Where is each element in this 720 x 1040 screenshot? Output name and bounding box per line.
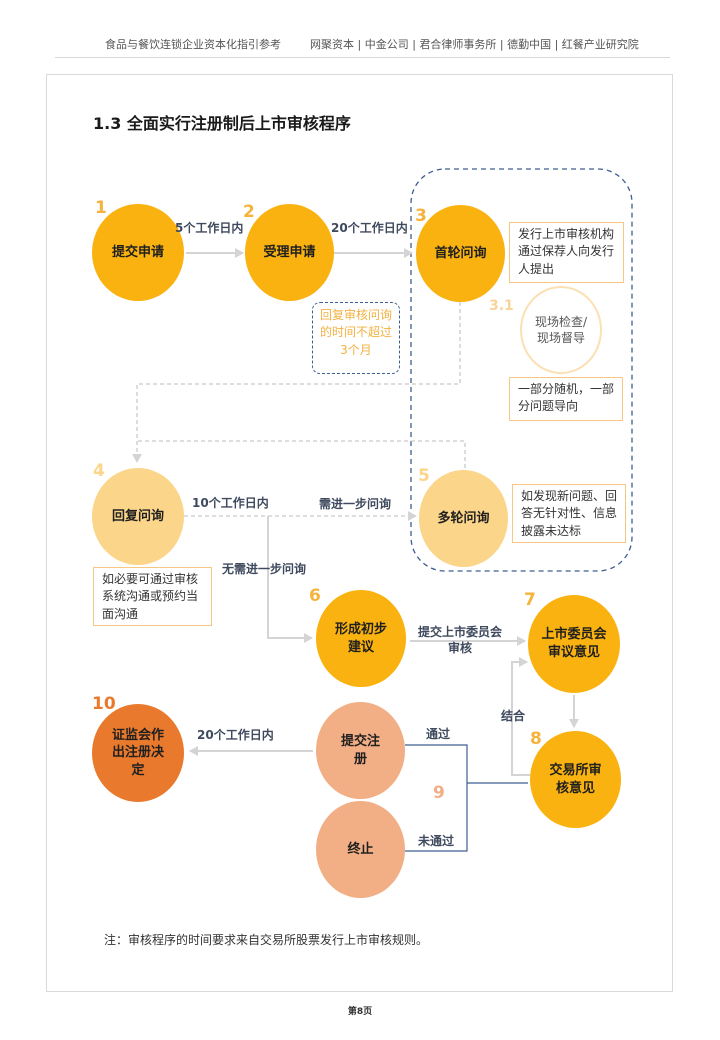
node-first-inquiry: 首轮问询 [416,205,505,302]
node-preliminary-opinion: 形成初步建议 [316,590,406,687]
node-terminate: 终止 [316,801,405,898]
node-exchange-review-opinion: 交易所审核意见 [530,731,621,828]
label-further-inquiry: 需进一步问询 [319,497,392,511]
step-number-9: 9 [433,783,445,803]
arrow-combine [511,657,530,776]
decision-bracket [405,744,468,852]
step-number-8: 8 [530,729,542,749]
note-random-problem: 一部分随机，一部分问题导向 [509,377,623,421]
label-10-working-days: 10个工作日内 [192,496,269,510]
page-number: 第8页 [347,1007,373,1017]
node-submit-application: 提交申请 [92,204,184,301]
header-divider [55,57,670,58]
step-number-4: 4 [93,461,105,481]
page-header: 食品与餐饮连锁企业资本化指引参考 网聚资本 | 中金公司 | 君合律师事务所 |… [0,0,720,58]
label-combine: 结合 [501,709,526,723]
footnote: 注：审核程序的时间要求来自交易所股票发行上市审核规则。 [104,933,429,947]
node-accept-application: 受理申请 [245,204,334,301]
label-20-working-days-registration: 20个工作日内 [197,728,274,742]
content-frame [46,74,673,992]
node-reply-inquiry: 回复问询 [92,468,184,565]
step-number-7: 7 [524,590,536,610]
arrow-4-to-6 [267,516,313,643]
label-fail: 未通过 [418,834,455,848]
step-number-1: 1 [95,198,107,218]
step-number-5: 5 [418,466,430,486]
arrow-5-to-4 [137,440,466,468]
label-pass: 通过 [426,727,451,741]
note-reply-method: 如必要可通过审核系统沟通或预约当面沟通 [93,567,212,626]
note-reply-time-limit: 回复审核问询的时间不超过3个月 [312,302,400,374]
arrow-3-to-4 [132,302,461,463]
label-5-working-days: 5个工作日内 [175,221,244,235]
step-number-6: 6 [309,586,321,606]
label-submit-listing-committee: 提交上市委员会审核 [418,625,503,656]
inquiry-group-box [410,168,633,572]
node-csrc-registration-decision: 证监会作出注册决定 [92,704,184,802]
note-multi-round-reasons: 如发现新问题、回答无针对性、信息披露未达标 [512,484,626,543]
step-number-3-1: 3.1 [489,298,514,314]
header-document-title: 食品与餐饮连锁企业资本化指引参考 [105,38,281,51]
step-number-3: 3 [415,206,427,226]
header-contributors: 网聚资本 | 中金公司 | 君合律师事务所 | 德勤中国 | 红餐产业研究院 [310,38,639,51]
label-no-further-inquiry: 无需进一步问询 [222,562,307,576]
node-onsite-inspection: 现场检查/现场督导 [520,286,602,374]
node-submit-registration: 提交注册 [316,702,405,799]
node-multi-round-inquiry: 多轮问询 [419,470,508,567]
node-listing-committee-opinion: 上市委员会审议意见 [528,595,620,693]
label-20-working-days: 20个工作日内 [331,221,408,235]
note-issuer-inquiry: 发行上市审核机构通过保荐人向发行人提出 [509,222,624,283]
step-number-10: 10 [92,694,116,714]
section-title: 1.3 全面实行注册制后上市审核程序 [93,114,351,133]
step-number-2: 2 [243,202,255,222]
